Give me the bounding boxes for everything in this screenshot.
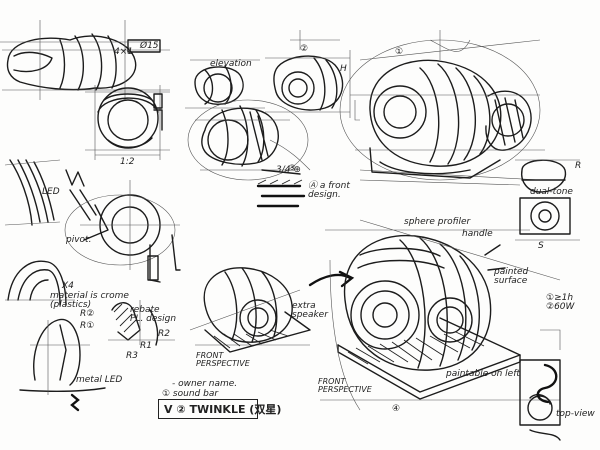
sketch-upper-mid-capsule — [265, 30, 351, 118]
annotation-front-perspective-left: FRONT PERSPECTIVE — [196, 351, 250, 368]
annotation-num-3: ③ — [288, 164, 297, 174]
annotation-option-box — [158, 399, 258, 419]
annotation-r1: R1 — [140, 341, 152, 351]
annotation-height-mark: H — [340, 64, 347, 74]
annotation-top-scale: 4×1 — [114, 47, 133, 57]
annotation-painted: painted surface — [494, 267, 529, 286]
annotation-option-1: ① sound bar — [162, 389, 219, 399]
sketch-left-circle-construction — [64, 180, 181, 283]
sketch-bottom-left-profile — [19, 318, 106, 412]
sketch-arc-form — [5, 260, 75, 306]
annotation-top-dims: Ø15 — [140, 41, 159, 51]
annotation-pivot: pivot. — [66, 235, 92, 245]
annotation-top-view: top-view — [556, 409, 595, 419]
sketch-top-left-elevation — [0, 20, 170, 100]
sketch-left-fan — [4, 159, 109, 241]
annotation-dual-tone: dual-tone — [530, 187, 573, 197]
annotation-r-o: R① — [80, 321, 95, 331]
sketch-large-perspective-top — [339, 30, 545, 186]
annotation-front-design: Ⓐ a front design. — [308, 181, 350, 200]
sketch-top-view-detail — [519, 359, 561, 441]
annotation-led: LED — [42, 187, 60, 197]
annotation-rebate: rebate PL. design — [130, 305, 177, 324]
sketch-rebate-detail — [108, 300, 175, 346]
annotation-metal-led: metal LED — [76, 375, 123, 385]
annotation-r-mark: R — [575, 161, 582, 171]
annotation-plan-scale: 1:2 — [120, 157, 135, 167]
sketch-stripes — [256, 169, 306, 208]
annotation-x4: X4 — [62, 281, 74, 291]
annotation-ext-speaker: extra speaker — [292, 301, 328, 320]
sketch-right-detail — [515, 159, 580, 241]
annotation-r-led: R② — [80, 309, 95, 319]
annotation-handle: handle — [462, 229, 493, 239]
annotation-view-mark: 3/4 ⊕ — [276, 165, 301, 175]
sketch-mid-perspective — [189, 267, 355, 353]
annotation-option-2: V ② TWINKLE (双星) — [164, 403, 282, 416]
sketch-front-view-small — [85, 85, 170, 160]
annotation-owner-name: - owner name. — [172, 379, 238, 389]
annotation-divide: S — [538, 241, 544, 251]
annotation-r3: R3 — [126, 351, 138, 361]
annotation-note-1-2: ①≥1h ②60W — [546, 293, 575, 312]
annotation-front-perspective-right: FRONT PERSPECTIVE — [318, 377, 372, 394]
annotation-num-2: ② — [300, 44, 309, 54]
annotation-material: material is crome (plastics) — [50, 291, 129, 310]
annotation-sphere-profile: sphere profiler — [404, 217, 471, 227]
annotation-paintable-base: paintable on left — [446, 369, 520, 379]
annotation-num-4: ④ — [392, 404, 401, 414]
sketch-small-three-quarter — [185, 59, 311, 181]
annotation-num-1: ① — [395, 47, 404, 57]
annotation-elevation: elevation — [210, 59, 252, 69]
annotation-r2: R2 — [158, 329, 170, 339]
